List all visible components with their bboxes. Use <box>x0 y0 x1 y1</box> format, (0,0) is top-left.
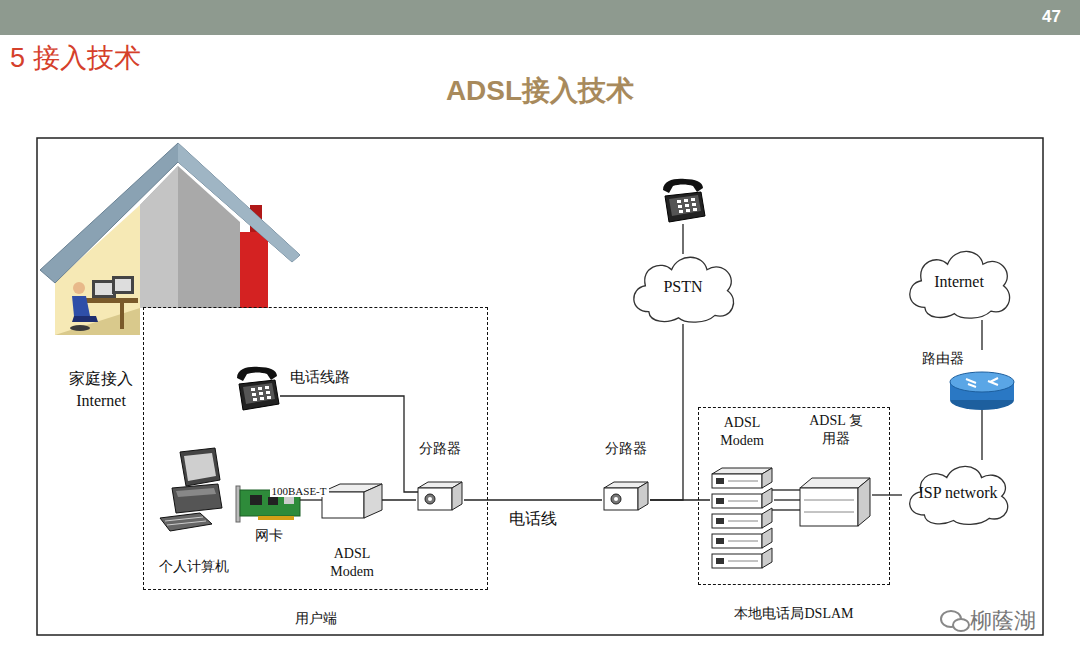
cloud-label: Internet <box>934 272 984 292</box>
device-label: 路由器 <box>922 350 964 368</box>
adsl-multiplexer: ADSL 复用器 <box>800 412 872 528</box>
top-bar <box>0 0 1080 35</box>
device-label: ADSL 复用器 <box>806 412 866 447</box>
internet-cloud: Internet <box>902 244 1016 320</box>
device-label: 个人计算机 <box>159 558 229 576</box>
connector-line <box>981 410 982 460</box>
watermark: 柳蔭湖 <box>970 606 1036 636</box>
edge-label: 电话线 <box>507 509 559 530</box>
connector-line <box>300 499 322 500</box>
home-access-label: 家庭接入 Internet <box>62 368 140 411</box>
connector-line <box>650 499 710 500</box>
pstn-cloud: PSTN <box>626 250 740 324</box>
splitter: 分路器 <box>602 440 650 510</box>
adsl-modem: ADSL Modem <box>322 484 382 580</box>
router: 路由器 <box>920 350 1016 410</box>
isp-cloud: ISP network <box>902 460 1014 526</box>
cloud-label: ISP network <box>919 483 998 503</box>
device-label: 用户端 <box>295 610 337 628</box>
section-heading: 5 接入技术 <box>10 40 141 76</box>
edge-label: 100BASE-T <box>270 485 329 497</box>
dslam-box: 本地电话局DSLAMADSL ModemADSL 复用器 <box>698 407 890 585</box>
device-label: 分路器 <box>605 440 647 458</box>
slide-title: ADSL接入技术 <box>0 72 1080 110</box>
phone-line-label: 电话线路 <box>290 368 350 387</box>
connector-line <box>872 494 902 495</box>
cloud-label: PSTN <box>663 277 702 297</box>
device-label: 分路器 <box>419 440 461 458</box>
splitter: 分路器 <box>416 440 464 510</box>
device-label: ADSL Modem <box>713 414 771 449</box>
connector-line <box>382 499 416 500</box>
adsl-modem-rack: ADSL Modem <box>710 414 774 570</box>
user-side-box: 用户端个人计算机网卡ADSL Modem分路器 <box>143 307 488 590</box>
device-label: 网卡 <box>255 527 283 545</box>
page-number: 47 <box>1042 7 1061 27</box>
device-label: ADSL Modem <box>324 545 380 580</box>
connector-line <box>774 499 800 500</box>
connector-line <box>464 499 602 500</box>
connector-line <box>981 320 982 350</box>
connector-line <box>650 324 683 500</box>
pc-device: 个人计算机 <box>152 448 236 575</box>
device-label: 本地电话局DSLAM <box>734 605 853 623</box>
